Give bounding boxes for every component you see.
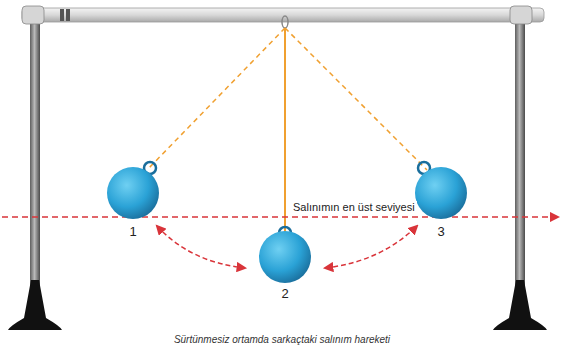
string bbox=[284, 28, 286, 232]
caption: Sürtünmesiz ortamda sarkaçtaki salınım h… bbox=[0, 334, 564, 345]
callout-number: 1 bbox=[129, 224, 136, 239]
callout-number: 2 bbox=[281, 286, 288, 301]
stand-base bbox=[493, 280, 547, 330]
stand-post bbox=[30, 14, 40, 304]
pendulum-ball bbox=[415, 162, 467, 219]
swing-arrow bbox=[157, 226, 245, 268]
stand-base bbox=[8, 280, 62, 330]
swing-arrow bbox=[325, 226, 417, 268]
string-dashed bbox=[285, 28, 427, 170]
pendulum-ball bbox=[107, 162, 159, 219]
level-label: Salınımın en üst seviyesi bbox=[291, 201, 417, 213]
string-dashed bbox=[147, 28, 285, 170]
pendulum-ball bbox=[259, 227, 311, 283]
level-line bbox=[2, 216, 558, 218]
stand-post bbox=[515, 14, 525, 304]
callout-number: 3 bbox=[437, 224, 444, 239]
top-bar bbox=[22, 8, 544, 22]
